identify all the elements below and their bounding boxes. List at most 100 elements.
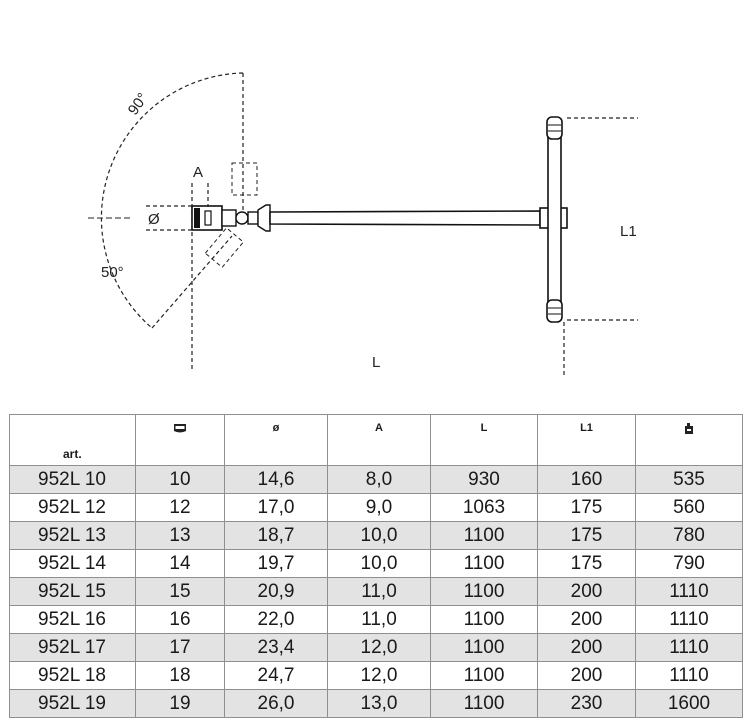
cell-diameter: 24,7 bbox=[224, 661, 328, 690]
header-art: art. bbox=[9, 414, 136, 466]
cell-l: 1063 bbox=[430, 493, 538, 522]
socket-ring bbox=[204, 210, 212, 226]
cell-l1: 160 bbox=[537, 465, 636, 494]
cell-a: 11,0 bbox=[327, 577, 431, 606]
cell-diameter: 26,0 bbox=[224, 689, 328, 718]
handle-bar bbox=[547, 121, 562, 319]
cell-a: 12,0 bbox=[327, 633, 431, 662]
table-header-row: art. ø A L L1 bbox=[9, 414, 743, 466]
header-a: A bbox=[327, 414, 431, 466]
cell-size: 13 bbox=[135, 521, 225, 550]
label-l1: L1 bbox=[620, 223, 637, 240]
cell-art: 952L 13 bbox=[9, 521, 136, 550]
cell-size: 19 bbox=[135, 689, 225, 718]
cell-weight: 780 bbox=[635, 521, 743, 550]
header-l1: L1 bbox=[537, 414, 636, 466]
cell-l: 1100 bbox=[430, 633, 538, 662]
label-diameter: Ø bbox=[148, 211, 160, 228]
header-l: L bbox=[430, 414, 538, 466]
cell-art: 952L 19 bbox=[9, 689, 136, 718]
joint-yoke bbox=[247, 211, 259, 225]
cell-art: 952L 12 bbox=[9, 493, 136, 522]
cell-diameter: 18,7 bbox=[224, 521, 328, 550]
cell-diameter: 22,0 bbox=[224, 605, 328, 634]
header-size bbox=[135, 414, 225, 466]
cell-a: 13,0 bbox=[327, 689, 431, 718]
weight-icon bbox=[685, 423, 693, 434]
swing-arc bbox=[100, 72, 244, 329]
socket-hex bbox=[194, 208, 200, 228]
cell-size: 17 bbox=[135, 633, 225, 662]
shaft bbox=[269, 210, 541, 226]
cell-art: 952L 16 bbox=[9, 605, 136, 634]
cell-weight: 1110 bbox=[635, 661, 743, 690]
cell-diameter: 17,0 bbox=[224, 493, 328, 522]
cell-l: 1100 bbox=[430, 521, 538, 550]
cell-l: 1100 bbox=[430, 605, 538, 634]
cell-l: 1100 bbox=[430, 689, 538, 718]
handle-end-bottom bbox=[546, 299, 563, 323]
cell-a: 11,0 bbox=[327, 605, 431, 634]
phantom-socket-tilted bbox=[204, 227, 245, 269]
cell-l1: 175 bbox=[537, 521, 636, 550]
cell-art: 952L 18 bbox=[9, 661, 136, 690]
cell-a: 12,0 bbox=[327, 661, 431, 690]
cell-diameter: 20,9 bbox=[224, 577, 328, 606]
shaft-collar bbox=[257, 204, 271, 232]
cell-l: 1100 bbox=[430, 549, 538, 578]
cell-l: 930 bbox=[430, 465, 538, 494]
cell-size: 10 bbox=[135, 465, 225, 494]
header-weight bbox=[635, 414, 743, 466]
cell-size: 15 bbox=[135, 577, 225, 606]
header-diameter: ø bbox=[224, 414, 328, 466]
cell-size: 18 bbox=[135, 661, 225, 690]
cell-diameter: 23,4 bbox=[224, 633, 328, 662]
cell-l1: 200 bbox=[537, 633, 636, 662]
cell-weight: 790 bbox=[635, 549, 743, 578]
cell-weight: 1110 bbox=[635, 605, 743, 634]
handle-end-top bbox=[546, 116, 563, 140]
tilt-guide bbox=[151, 235, 233, 329]
cell-diameter: 14,6 bbox=[224, 465, 328, 494]
universal-joint bbox=[221, 209, 237, 227]
cell-size: 16 bbox=[135, 605, 225, 634]
joint-pin bbox=[235, 211, 249, 225]
cell-art: 952L 14 bbox=[9, 549, 136, 578]
label-l: L bbox=[372, 354, 380, 371]
cell-l1: 230 bbox=[537, 689, 636, 718]
cell-l: 1100 bbox=[430, 577, 538, 606]
cell-a: 8,0 bbox=[327, 465, 431, 494]
label-angle-50: 50° bbox=[101, 264, 124, 281]
cell-l: 1100 bbox=[430, 661, 538, 690]
cell-a: 10,0 bbox=[327, 521, 431, 550]
cell-weight: 1110 bbox=[635, 633, 743, 662]
technical-drawing: 90° 50° A Ø L L1 bbox=[88, 72, 638, 376]
cell-l1: 200 bbox=[537, 605, 636, 634]
cell-art: 952L 17 bbox=[9, 633, 136, 662]
cell-art: 952L 15 bbox=[9, 577, 136, 606]
cell-a: 9,0 bbox=[327, 493, 431, 522]
hex-nut-icon bbox=[174, 424, 186, 433]
cell-size: 12 bbox=[135, 493, 225, 522]
label-angle-90: 90° bbox=[125, 90, 152, 118]
cell-size: 14 bbox=[135, 549, 225, 578]
cell-weight: 535 bbox=[635, 465, 743, 494]
cell-l1: 175 bbox=[537, 549, 636, 578]
label-a: A bbox=[193, 164, 203, 181]
cell-l1: 200 bbox=[537, 661, 636, 690]
cell-weight: 1600 bbox=[635, 689, 743, 718]
cell-diameter: 19,7 bbox=[224, 549, 328, 578]
phantom-socket-vertical bbox=[231, 162, 258, 196]
cell-art: 952L 10 bbox=[9, 465, 136, 494]
cell-weight: 1110 bbox=[635, 577, 743, 606]
cell-l1: 200 bbox=[537, 577, 636, 606]
